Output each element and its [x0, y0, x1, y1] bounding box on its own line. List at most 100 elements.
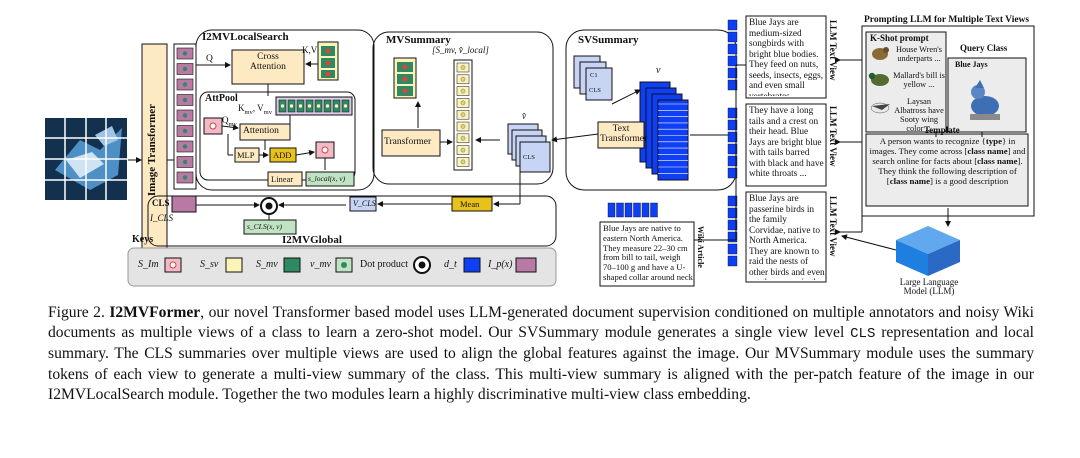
caption-text-part-1: , our novel Transformer based model uses…: [48, 304, 1034, 342]
llm-view-3-caption: LLM Text View: [828, 196, 838, 257]
mv-bracket-label: [S_mv, v̂_local]: [432, 45, 489, 55]
k-shot-title: K-Shot prompt: [870, 33, 929, 43]
cls-label: CLS: [152, 198, 170, 208]
doc-token: [727, 43, 738, 55]
key-s-mv: S_mv: [256, 259, 278, 270]
llm-view-3-text: Blue Jays are passerine birds in the fam…: [749, 194, 825, 280]
wiki-token: [624, 202, 633, 218]
llm-view-1-caption: LLM Text View: [828, 20, 838, 81]
wiki-token: [607, 202, 616, 218]
add-label: ADD: [273, 150, 292, 160]
doc-token: [727, 31, 738, 43]
image-transformer-label: Image Transformer: [146, 104, 158, 197]
caption-figure-number: Figure 2.: [48, 304, 105, 321]
doc-token: [727, 143, 738, 155]
doc-token: [727, 231, 738, 243]
key-i-p: I_p(x): [488, 259, 513, 270]
key-s-im: S_Im: [138, 259, 159, 270]
doc-token: [727, 67, 738, 79]
figure-caption: Figure 2. I2MVFormer, our novel Transfor…: [48, 303, 1034, 405]
mv-summary-title: MVSummary: [386, 34, 451, 46]
template-text: A person wants to recognize {type} in im…: [869, 137, 1026, 186]
wiki-token-row: [607, 202, 658, 218]
text-view-token-columns: [727, 19, 738, 267]
doc-token: [727, 207, 738, 219]
i-cls-label: I_CLS: [150, 213, 174, 223]
example-1-text: House Wren's underparts ...: [896, 45, 942, 63]
llm-text-view-2: [745, 103, 827, 187]
llm-text-view-3: [745, 191, 827, 283]
doc-token: [727, 243, 738, 255]
doc-token: [727, 195, 738, 207]
i2mv-local-search-module: [195, 29, 375, 191]
template-box: [865, 133, 1029, 207]
doc-token: [727, 131, 738, 143]
attpool-title: AttPool: [205, 93, 238, 104]
kv-token-row: [275, 96, 353, 116]
s-local-label: s_local(x, v): [308, 174, 346, 183]
v-token-stacks: [639, 81, 689, 181]
v-hat-label: v̂: [522, 111, 526, 121]
llm-view-2-text: They have a long tails and a crest on th…: [749, 106, 824, 179]
llm-label: Large Language Model (LLM): [899, 277, 959, 297]
caption-model-name: I2MVFormer: [109, 304, 201, 321]
query-class-title: Query Class: [960, 43, 1008, 53]
doc-token: [727, 107, 738, 119]
example-2-text: Mallard's bill is yellow ...: [893, 71, 945, 89]
v-hat-stack: [507, 123, 551, 173]
wiki-article-caption: Wiki Article: [696, 226, 705, 268]
prompting-title: Prompting LLM for Multiple Text Views: [864, 15, 1030, 25]
linear-label: Linear: [271, 174, 294, 184]
cross-attention-box: [231, 49, 305, 85]
sv-cls-label: CLS: [589, 87, 601, 94]
llm-view-1-text: Blue Jays are medium-sized songbirds wit…: [749, 18, 824, 96]
mv-transformer-label: Transformer: [384, 137, 432, 147]
mlp-label: MLP: [237, 150, 255, 160]
caption-text-part-2: representation and local summary. The CL…: [48, 324, 1034, 403]
text-transformer-label: Text Transformer: [600, 124, 648, 144]
llm-text-view-1: [745, 15, 827, 99]
doc-token: [727, 219, 738, 231]
caption-cls: CLS: [850, 326, 876, 343]
cross-attention-label: Cross Attention: [250, 52, 286, 72]
key-dot-product: Dot product: [360, 259, 409, 270]
sv-input-docs: [573, 55, 613, 101]
wiki-token: [616, 202, 624, 218]
example-3-text: Laysan Albatross have Sooty wing color .…: [894, 97, 944, 133]
key-d-t: d_t: [444, 259, 457, 270]
input-image: [45, 118, 127, 200]
doc-token: [727, 167, 738, 179]
keys-title: Keys: [132, 234, 154, 245]
wiki-token: [650, 202, 658, 218]
i2mv-global-title: I2MVGlobal: [282, 234, 342, 246]
key-v-mv: v_mv: [310, 259, 332, 270]
doc-token: [727, 55, 738, 67]
llm-view-2-caption: LLM Text View: [828, 106, 838, 167]
template-title: Template: [924, 125, 960, 135]
local-search-title: I2MVLocalSearch: [202, 31, 289, 43]
qmv-label: Qmv: [222, 115, 237, 128]
llm-cube: [896, 226, 960, 276]
i2mv-global-module: [147, 195, 557, 247]
bird-icons: [868, 47, 1000, 120]
doc-token: [727, 119, 738, 131]
sv-c1-label: C1: [590, 72, 598, 79]
key-s-sv: S_sv: [200, 259, 219, 270]
wiki-token: [633, 202, 641, 218]
doc-token: [727, 155, 738, 167]
v-hat-cls-label: CLS: [523, 154, 535, 161]
kmv-vmv-label: Kmv, Vmv: [238, 103, 272, 116]
attention-label: Attention: [243, 126, 279, 136]
wiki-token: [641, 202, 650, 218]
mv-transformer-box: [381, 129, 441, 157]
wiki-article-box: [599, 221, 695, 287]
cls-token-image: [171, 195, 197, 213]
sv-summary-title: SVSummary: [578, 34, 639, 46]
v-label: v: [656, 65, 661, 76]
doc-token: [727, 19, 738, 31]
wiki-text: Blue Jays are native to eastern North Am…: [603, 224, 693, 284]
image-transformer-box: [141, 43, 168, 277]
s-cls-label: s_CLS(x, v): [247, 222, 282, 231]
architecture-figure: Image Transformer I2MVLocalSearch Cross …: [45, 15, 1035, 297]
mv-summary-module: [372, 31, 554, 185]
